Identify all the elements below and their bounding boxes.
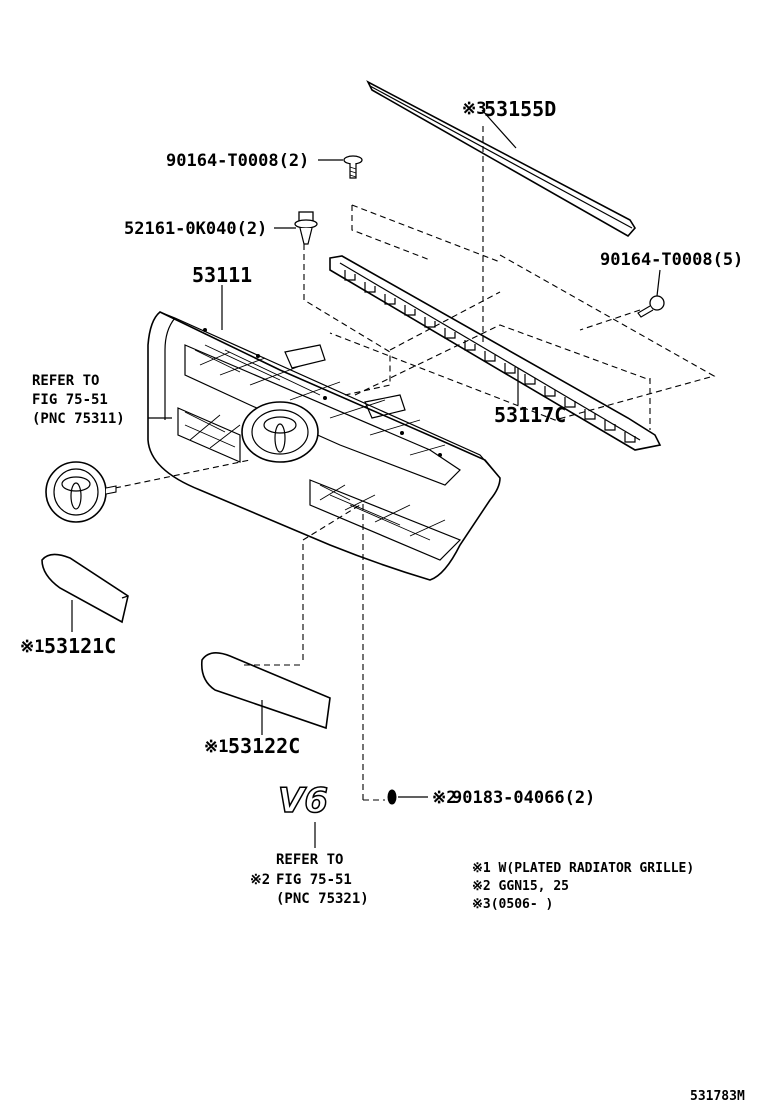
grille-label: 53111 <box>192 263 252 287</box>
v6-ref-line3: (PNC 75321) <box>276 891 369 907</box>
v6-ref-note: ※2 <box>250 872 270 888</box>
v6-ref-line1: REFER TO <box>276 852 343 868</box>
note-3: ※3(0506- ) <box>472 897 553 912</box>
v6-ref-line2: FIG 75-51 <box>276 872 352 888</box>
molding-left-note: ※1 <box>20 637 44 657</box>
v6-emblem[interactable]: V6 <box>277 780 328 822</box>
radiator-grille[interactable] <box>147 311 501 581</box>
nut-note: ※2 <box>432 788 456 808</box>
note-1: ※1 W(PLATED RADIATOR GRILLE) <box>472 861 694 876</box>
grille-retainer[interactable] <box>329 255 662 451</box>
emblem-ref-line1: REFER TO <box>32 373 99 389</box>
note-2: ※2 GGN15, 25 <box>472 879 569 894</box>
molding-top-label: 53155D <box>484 97 556 121</box>
screw-top-icon[interactable] <box>343 155 363 179</box>
retainer-label: 53117C <box>494 403 566 427</box>
nut-icon[interactable] <box>387 789 397 805</box>
diagram-code: 531783M <box>690 1089 745 1104</box>
clip-icon[interactable] <box>294 211 318 245</box>
molding-left-label: 53121C <box>44 634 116 658</box>
screw-right-label: 90164-T0008(5) <box>600 250 743 270</box>
screw-right-icon[interactable] <box>637 295 665 318</box>
molding-top-note: ※3 <box>462 99 486 119</box>
leader-molding-top <box>481 109 517 149</box>
molding-center-label: 53122C <box>228 734 300 758</box>
screw-top-label: 90164-T0008(2) <box>166 151 309 171</box>
upper-molding[interactable] <box>366 80 636 238</box>
leader-screw-right <box>656 269 661 297</box>
molding-left[interactable] <box>41 553 129 624</box>
emblem-ref-line3: (PNC 75311) <box>32 411 125 427</box>
v6-emblem-text: V6 <box>278 781 328 821</box>
emblem-ref-line2: FIG 75-51 <box>32 392 108 408</box>
molding-center-note: ※1 <box>204 737 228 757</box>
nut-label: 90183-04066(2) <box>452 788 595 808</box>
molding-center[interactable] <box>200 652 331 730</box>
front-emblem-icon[interactable] <box>45 461 117 523</box>
clip-label: 52161-0K040(2) <box>124 219 267 239</box>
